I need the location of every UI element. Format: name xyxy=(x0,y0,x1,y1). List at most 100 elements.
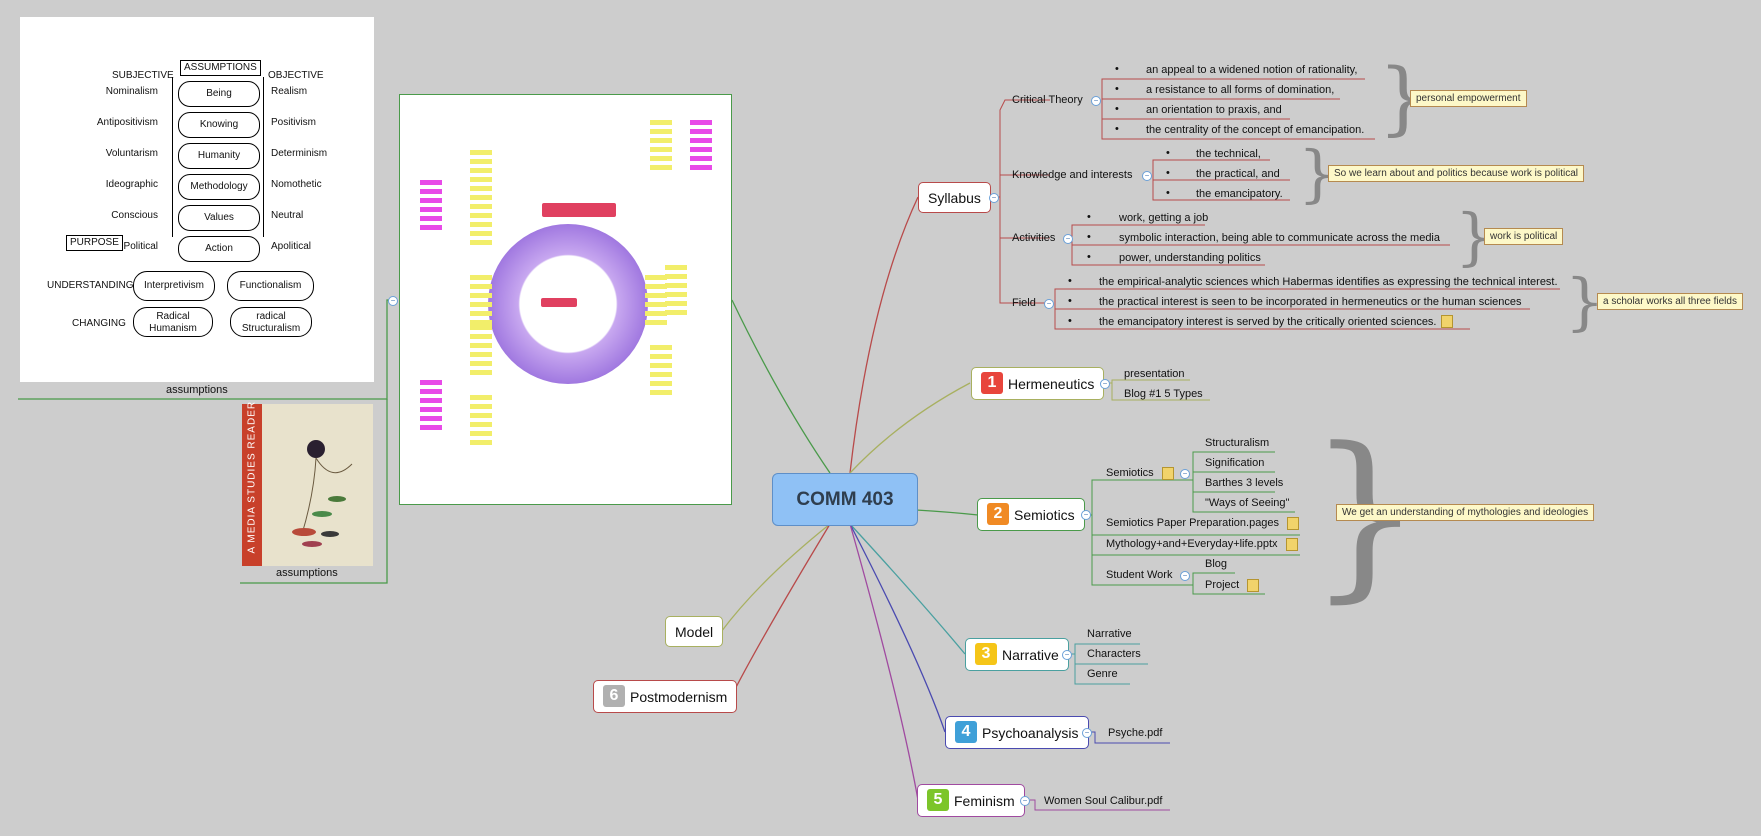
mindmap-thumbnail-image[interactable] xyxy=(399,94,732,505)
narrative-item[interactable]: Narrative xyxy=(1087,628,1132,640)
central-topic[interactable]: COMM 403 xyxy=(772,473,918,526)
mythology-memo-icon[interactable] xyxy=(1285,537,1298,551)
assumptions-image[interactable]: SUBJECTIVE ASSUMPTIONS OBJECTIVE Nominal… xyxy=(20,17,374,382)
assumption-left-label: Conscious xyxy=(111,210,158,221)
thumbnail-tag xyxy=(420,425,442,430)
assumptions-spine xyxy=(172,77,173,237)
critical-theory-item[interactable]: a resistance to all forms of domination, xyxy=(1146,84,1335,96)
field-note[interactable]: a scholar works all three fields xyxy=(1597,293,1743,310)
thumbnail-tag xyxy=(470,222,492,227)
activities-item[interactable]: power, understanding politics xyxy=(1119,252,1261,264)
personal-empowerment-note[interactable]: personal empowerment xyxy=(1410,90,1527,107)
thumbnail-tag xyxy=(665,265,687,270)
paper-item[interactable]: Semiotics Paper Preparation.pages xyxy=(1106,516,1300,530)
presentation-item[interactable]: presentation xyxy=(1124,368,1185,380)
syllabus-node[interactable]: Syllabus xyxy=(918,182,991,213)
student-work-label[interactable]: Student Work xyxy=(1106,569,1173,581)
knowledge-item[interactable]: the technical, xyxy=(1196,148,1261,160)
psyche-item[interactable]: Psyche.pdf xyxy=(1108,727,1163,739)
book-spine xyxy=(242,404,262,566)
activities-bullet: • xyxy=(1087,251,1091,263)
structuralism-item[interactable]: Structuralism xyxy=(1205,437,1270,449)
activities-bullet: • xyxy=(1087,231,1091,243)
knowledge-bullet: • xyxy=(1166,167,1170,179)
activities-item[interactable]: symbolic interaction, being able to comm… xyxy=(1119,232,1440,244)
signification-item[interactable]: Signification xyxy=(1205,457,1265,469)
thumbnail-tag xyxy=(665,283,687,288)
assumption-mid-box: Methodology xyxy=(178,174,260,200)
semiotics-memo-icon[interactable] xyxy=(1161,466,1174,480)
knowledge-item[interactable]: the emancipatory. xyxy=(1196,188,1283,200)
syllabus-collapse-toggle[interactable]: − xyxy=(989,193,999,203)
activities-note[interactable]: work is political xyxy=(1484,228,1564,245)
assumption-right-label: Neutral xyxy=(271,210,304,221)
knowledge-note[interactable]: So we learn about and politics because w… xyxy=(1328,165,1585,182)
barthes-item[interactable]: Barthes 3 levels xyxy=(1205,477,1284,489)
semiotics-sub-toggle[interactable]: − xyxy=(1180,469,1190,479)
characters-item[interactable]: Characters xyxy=(1087,648,1141,660)
assumption-mid-box: Values xyxy=(178,205,260,231)
feminism-toggle[interactable]: − xyxy=(1020,796,1030,806)
thumbnail-tag xyxy=(650,147,672,152)
thumbnail-tag xyxy=(665,274,687,279)
blog1-item[interactable]: Blog #1 5 Types xyxy=(1124,388,1203,400)
thumbnail-tag xyxy=(650,390,672,395)
hermeneutics-toggle[interactable]: − xyxy=(1100,379,1110,389)
mythology-item[interactable]: Mythology+and+Everyday+life.pptx xyxy=(1106,537,1298,551)
activities-item[interactable]: work, getting a job xyxy=(1119,212,1209,224)
semiotics-sub-label[interactable]: Semiotics xyxy=(1106,466,1174,480)
assumption-left-label: Ideographic xyxy=(105,179,158,190)
thumbnail-tag xyxy=(470,431,492,436)
blog-item[interactable]: Blog xyxy=(1205,558,1228,570)
narrative-toggle[interactable]: − xyxy=(1062,650,1072,660)
field-item[interactable]: the empirical-analytic sciences which Ha… xyxy=(1099,276,1558,288)
thumbnail-tag xyxy=(690,129,712,134)
thumbnail-tag xyxy=(470,320,492,325)
thumbnail-tag xyxy=(420,189,442,194)
paper-memo-icon[interactable] xyxy=(1287,516,1300,530)
semiotics-toggle[interactable]: − xyxy=(1081,510,1091,520)
assumption-mid-box: Action xyxy=(178,236,260,262)
critical-theory-bullet: • xyxy=(1115,83,1119,95)
thumbnail-tag xyxy=(470,361,492,366)
semiotics-note[interactable]: We get an understanding of mythologies a… xyxy=(1336,504,1595,521)
field-item[interactable]: the emancipatory interest is served by t… xyxy=(1099,316,1437,328)
thumbnail-tag xyxy=(470,422,492,427)
critical-theory-item[interactable]: the centrality of the concept of emancip… xyxy=(1146,124,1365,136)
header-objective: OBJECTIVE xyxy=(268,70,324,81)
women-soul-calibur-item[interactable]: Women Soul Calibur.pdf xyxy=(1044,795,1163,807)
book-illustration xyxy=(292,440,353,547)
critical-theory-item[interactable]: an orientation to praxis, and xyxy=(1146,104,1282,116)
psychoanalysis-toggle[interactable]: − xyxy=(1082,728,1092,738)
genre-item[interactable]: Genre xyxy=(1087,668,1118,680)
field-item[interactable]: the practical interest is seen to be inc… xyxy=(1099,296,1522,308)
model-node[interactable]: Model xyxy=(665,616,724,647)
critical-theory-item[interactable]: an appeal to a widened notion of rationa… xyxy=(1146,64,1358,76)
critical-theory-label[interactable]: Critical Theory xyxy=(1012,94,1083,106)
knowledge-item[interactable]: the practical, and xyxy=(1196,168,1280,180)
thumbnail-tag xyxy=(470,404,492,409)
project-memo-icon[interactable] xyxy=(1247,578,1260,592)
field-label[interactable]: Field xyxy=(1012,297,1036,309)
student-work-toggle[interactable]: − xyxy=(1180,571,1190,581)
activities-toggle[interactable]: − xyxy=(1063,234,1073,244)
critical-theory-toggle[interactable]: − xyxy=(1091,96,1101,106)
knowledge-interests-label[interactable]: Knowledge and interests xyxy=(1012,169,1133,181)
field-memo-icon[interactable] xyxy=(1441,315,1453,328)
knowledge-toggle[interactable]: − xyxy=(1142,171,1152,181)
thumbnail-tag xyxy=(420,416,442,421)
field-toggle[interactable]: − xyxy=(1044,299,1054,309)
knowledge-bullet: • xyxy=(1166,187,1170,199)
activities-label[interactable]: Activities xyxy=(1012,232,1056,244)
images-collapse-toggle[interactable]: − xyxy=(388,296,398,306)
project-item[interactable]: Project xyxy=(1205,578,1260,592)
ways-of-seeing-item[interactable]: "Ways of Seeing" xyxy=(1205,497,1290,509)
book-cover-image[interactable]: A MEDIA STUDIES READER xyxy=(242,401,373,566)
psychoanalysis-label: Psychoanalysis xyxy=(982,725,1079,741)
